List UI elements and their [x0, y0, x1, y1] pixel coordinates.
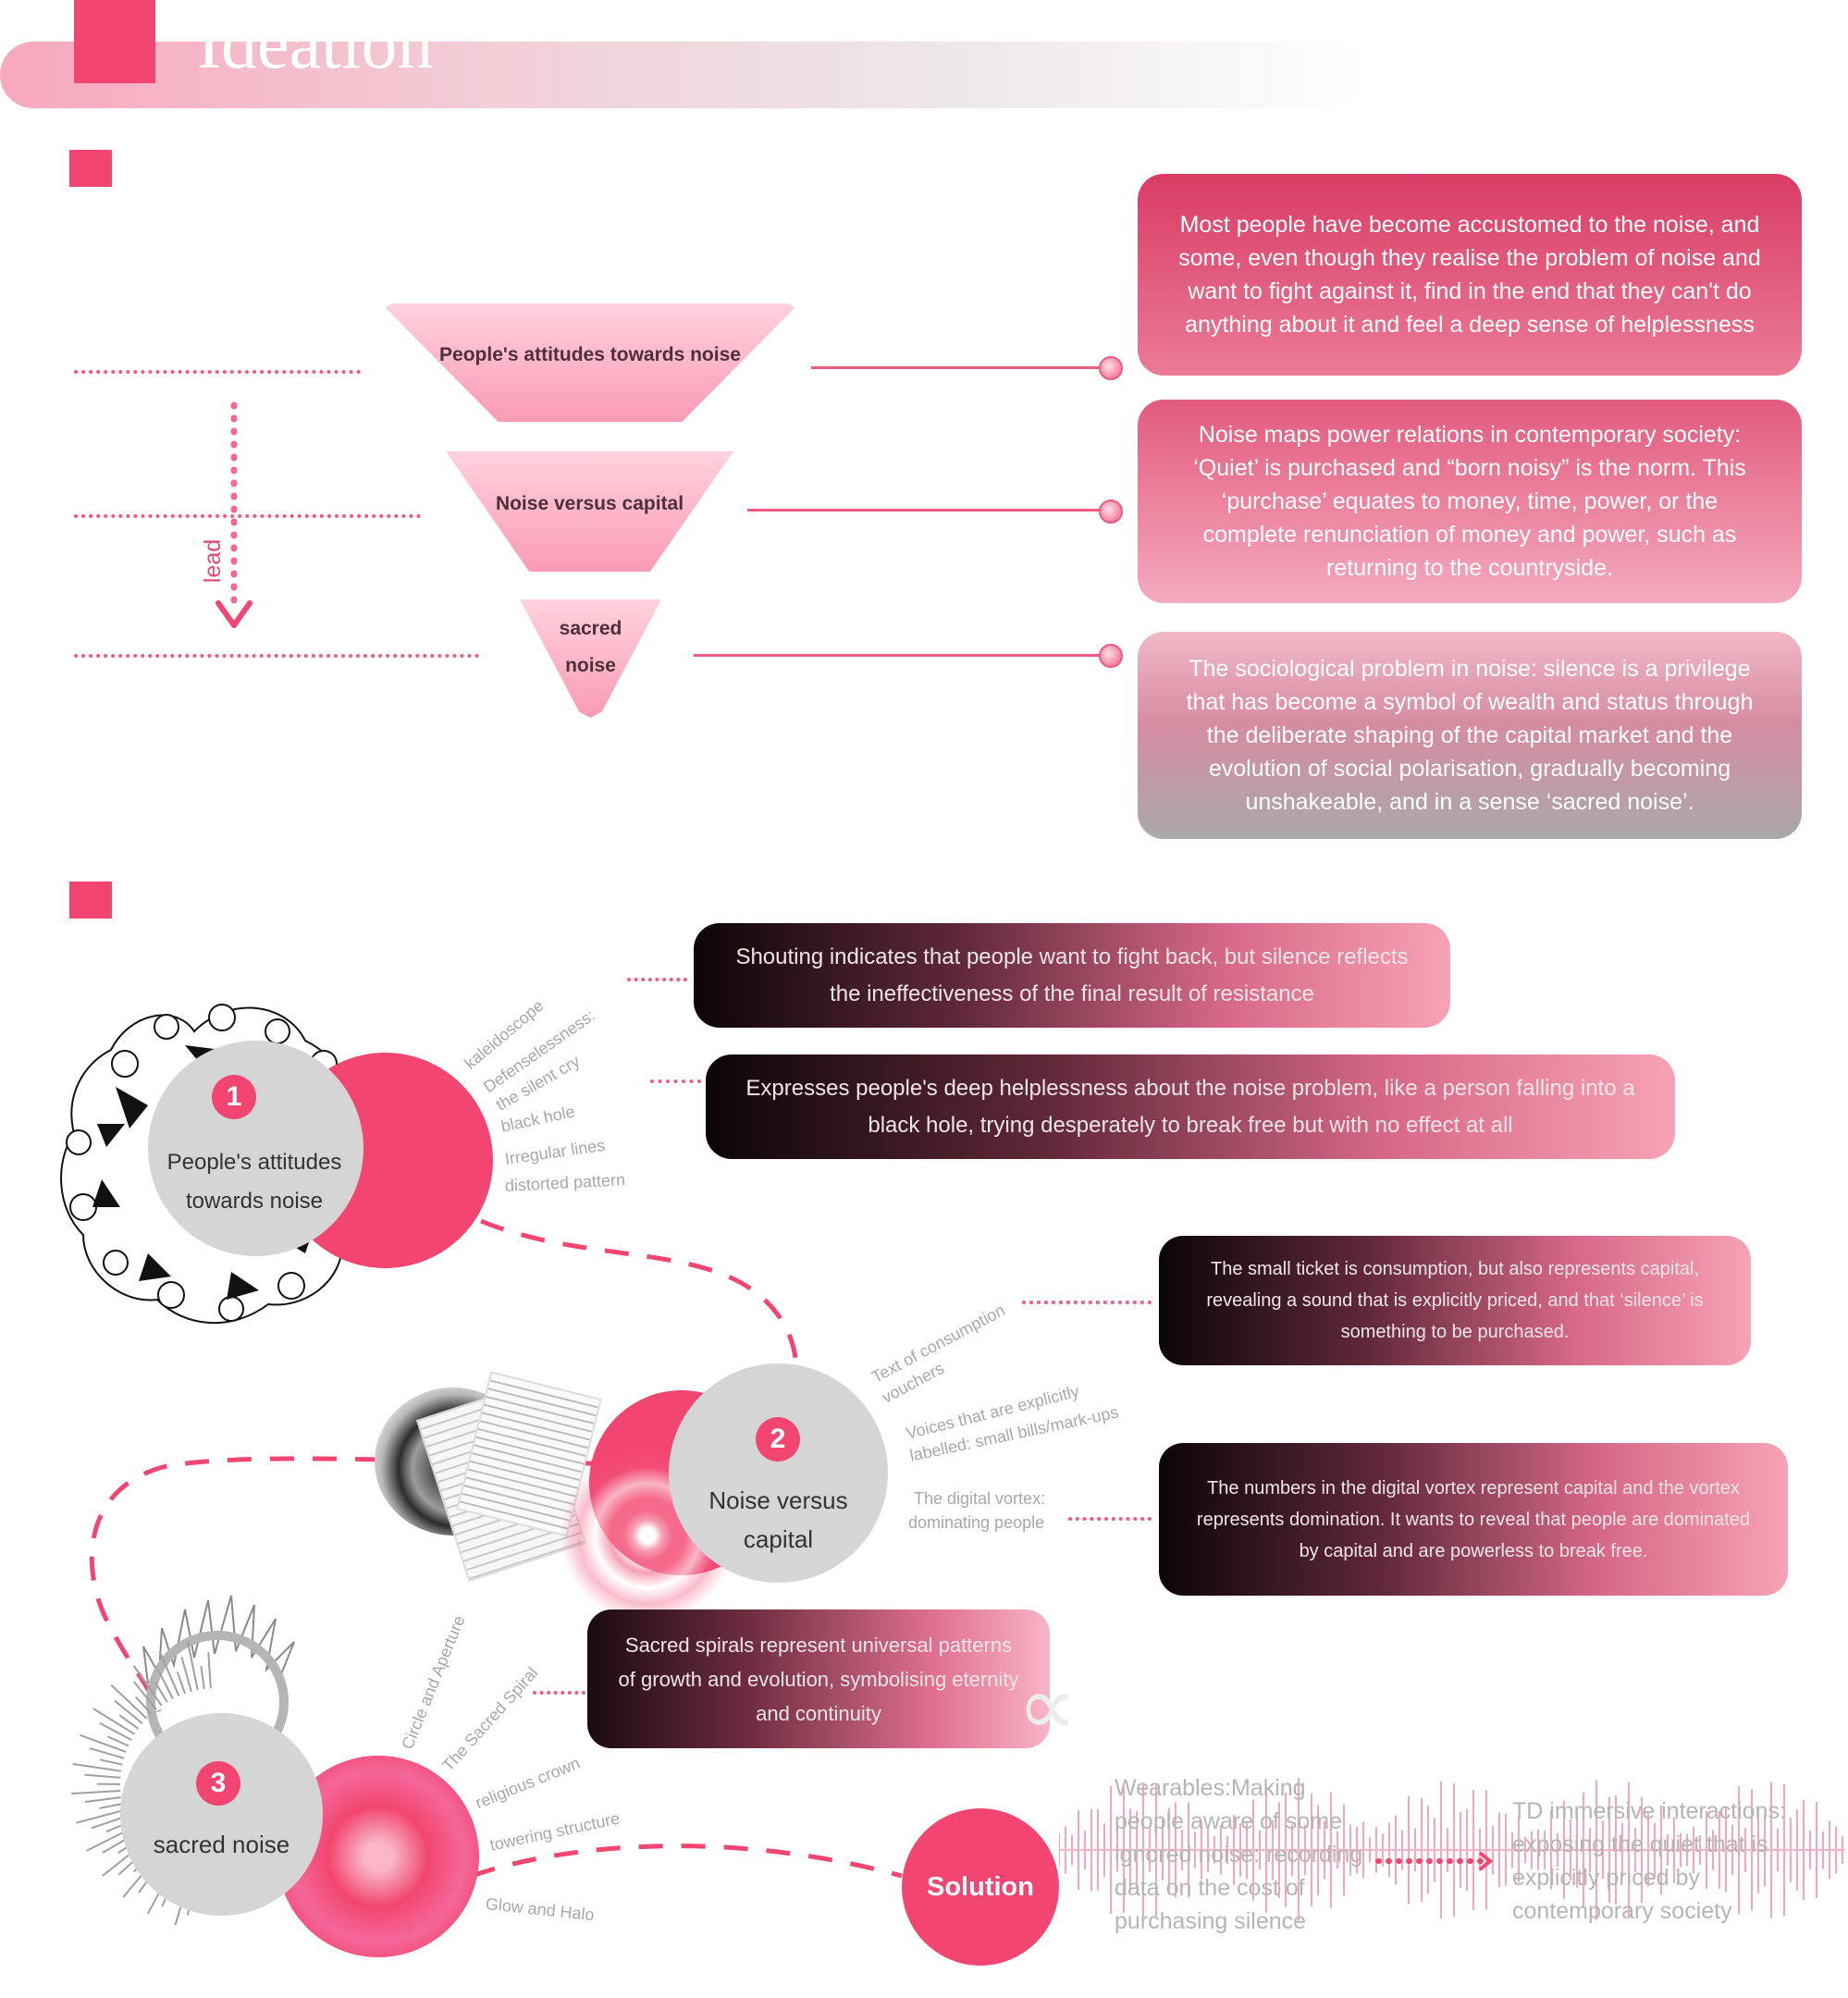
solution-circle: Solution	[902, 1808, 1059, 1966]
insight-box-1: Most people have become accustomed to th…	[1138, 174, 1802, 376]
funnel-level-2-label: Noise versus capital	[495, 493, 684, 514]
sound-wave-graphic	[1059, 1778, 1845, 1922]
funnel-guide-line-1	[74, 370, 361, 374]
concept-2-note-1-leader	[1022, 1301, 1152, 1304]
concept-1-note-2-leader	[650, 1079, 701, 1083]
concept-3-circle	[120, 1713, 323, 1916]
concept-3-note-leader	[533, 1691, 585, 1695]
page-title: Ideation	[197, 7, 434, 78]
concept-3-note: Sacred spirals represent universal patte…	[587, 1610, 1050, 1748]
concept-2-label: Noise versus capital	[669, 1481, 888, 1559]
header-bar	[0, 42, 1369, 108]
funnel-guide-line-2	[74, 514, 421, 518]
section-marker-2	[69, 882, 112, 919]
funnel-level-1-label: People's attitudes towards noise	[439, 344, 741, 365]
connector-2-endpoint	[1099, 500, 1123, 524]
insight-box-2: Noise maps power relations in contempora…	[1138, 400, 1802, 603]
concept-1-circle	[148, 1041, 363, 1256]
lead-arrow-icon	[216, 401, 253, 628]
connector-3	[694, 654, 1107, 657]
funnel-level-3-label-line2: noise	[565, 655, 616, 676]
solution-wearables-text: Wearables:Making people aware of some ig…	[1115, 1775, 1363, 1934]
concept-2-note-1: The small ticket is consumption, but als…	[1159, 1236, 1751, 1365]
section-marker-1	[69, 150, 112, 187]
concept-3-label: sacred noise	[153, 1831, 290, 1858]
concept-1-number-badge: 1	[212, 1075, 256, 1119]
concept-1-label: People's attitudes towards noise	[134, 1143, 375, 1221]
insight-box-3: The sociological problem in noise: silen…	[1138, 632, 1802, 839]
concept-2-note-2-leader	[1068, 1517, 1152, 1521]
concept-1-note-1: Shouting indicates that people want to f…	[694, 923, 1450, 1028]
concept-3-number-badge: 3	[196, 1761, 240, 1806]
concept-2-keyword: dominating people	[908, 1513, 1045, 1532]
concept-2-number-badge: 2	[756, 1417, 800, 1462]
concept-2-circle	[669, 1363, 888, 1583]
concept-2-note-2: The numbers in the digital vortex repres…	[1159, 1443, 1788, 1596]
connector-2	[747, 509, 1107, 512]
concept-2-label-line2: capital	[743, 1525, 814, 1553]
connector-1-endpoint	[1099, 356, 1123, 380]
solution-td-text: TD immersive interactions: exposing the …	[1512, 1798, 1786, 1924]
concept-2-label-line1: Noise versus	[708, 1486, 848, 1514]
concept-1-label-line2: towards noise	[185, 1189, 324, 1214]
concept-1-note-2: Expresses people's deep helplessness abo…	[706, 1054, 1675, 1159]
connector-3-endpoint	[1099, 644, 1123, 668]
concept-2-keyword: The digital vortex:	[914, 1489, 1046, 1508]
infinity-icon: ∝	[1017, 1660, 1078, 1753]
concept-1-note-1-leader	[627, 978, 687, 981]
concept-1-label-line1: People's attitudes	[166, 1150, 342, 1175]
connector-1	[811, 366, 1107, 369]
funnel-level-3-label-line1: sacred	[559, 618, 622, 639]
funnel-guide-line-3	[74, 654, 479, 658]
header-square	[74, 0, 155, 83]
